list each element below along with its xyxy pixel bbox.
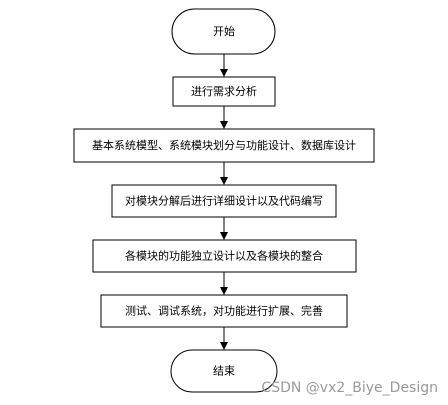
end-node: 结束 <box>170 349 278 393</box>
end-node-label: 结束 <box>213 365 235 378</box>
step-node-5: 测试、调试系统，对功能进行扩展、完善 <box>100 294 348 328</box>
start-node-label: 开始 <box>213 24 235 38</box>
step-node-3: 对模块分解后进行详细设计以及代码编写 <box>111 184 337 218</box>
step-node-3-label: 对模块分解后进行详细设计以及代码编写 <box>125 194 323 208</box>
step-node-4-label: 各模块的功能独立设计以及各模块的整合 <box>125 249 323 263</box>
step-node-4: 各模块的功能独立设计以及各模块的整合 <box>92 239 357 273</box>
step-node-1-label: 进行需求分析 <box>191 84 257 98</box>
watermark-text: CSDN @vx2_Biye_Design <box>261 380 438 396</box>
start-node: 开始 <box>171 8 276 55</box>
step-node-2: 基本系统模型、系统模块划分与功能设计、数据库设计 <box>73 128 375 163</box>
step-node-2-label: 基本系统模型、系统模块划分与功能设计、数据库设计 <box>92 138 356 152</box>
step-node-5-label: 测试、调试系统，对功能进行扩展、完善 <box>125 304 323 318</box>
step-node-1: 进行需求分析 <box>172 76 276 107</box>
